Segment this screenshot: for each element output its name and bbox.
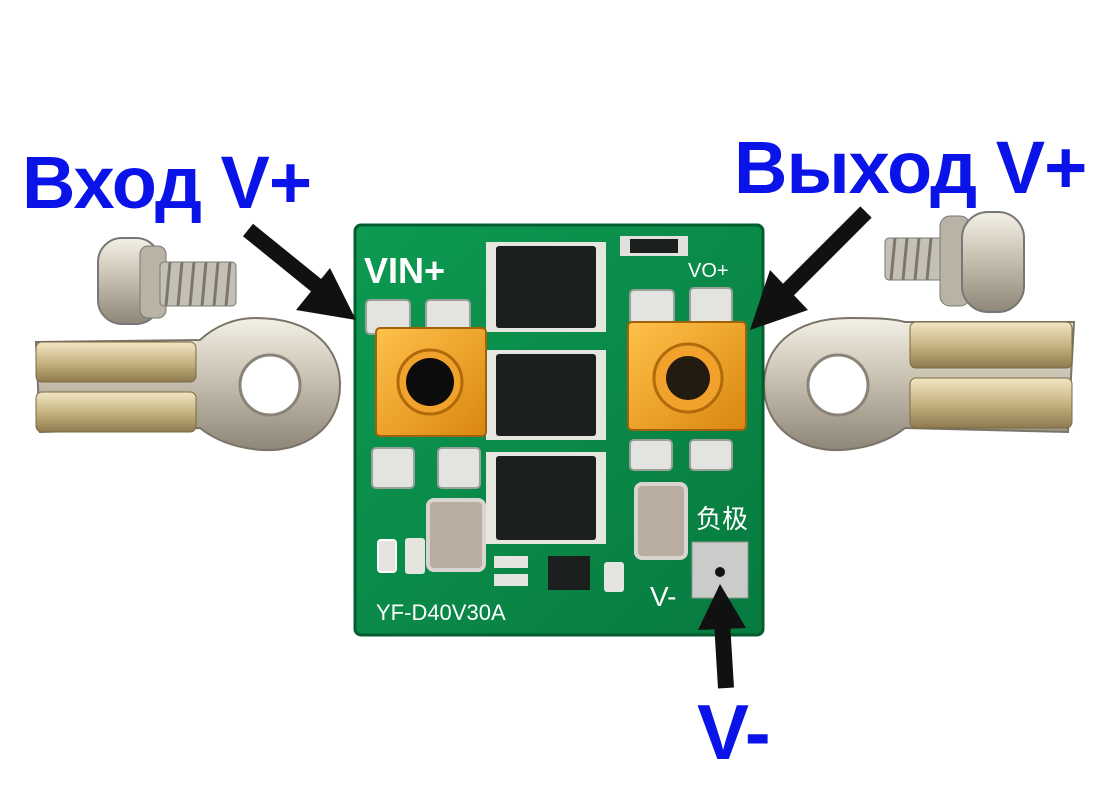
left-screw <box>97 237 237 325</box>
right-ring-terminal <box>762 316 1076 452</box>
board-vin-label: VIN+ <box>364 250 445 291</box>
board-vo-label: VO+ <box>688 260 729 282</box>
input-label: Вход V+ <box>22 141 312 224</box>
left-ring-terminal <box>34 316 342 452</box>
arrow-to-input <box>242 223 356 320</box>
board-neg-cn-label: 负极 <box>696 504 748 534</box>
arrow-to-negative <box>698 584 746 689</box>
capacitors <box>426 482 688 572</box>
board-model-label: YF-D40V30A <box>376 600 506 625</box>
negative-label: V- <box>697 688 771 776</box>
pcb-board: VIN+ VO+ 负极 V- YF-D40V30A <box>353 223 765 637</box>
arrow-to-output <box>750 206 872 330</box>
output-terminal-block <box>627 321 747 431</box>
output-label: Выход V+ <box>734 126 1087 209</box>
board-neg-label: V- <box>650 581 676 612</box>
right-screw <box>884 211 1025 313</box>
mosfet-chips <box>486 242 606 544</box>
input-terminal-block <box>375 327 487 437</box>
